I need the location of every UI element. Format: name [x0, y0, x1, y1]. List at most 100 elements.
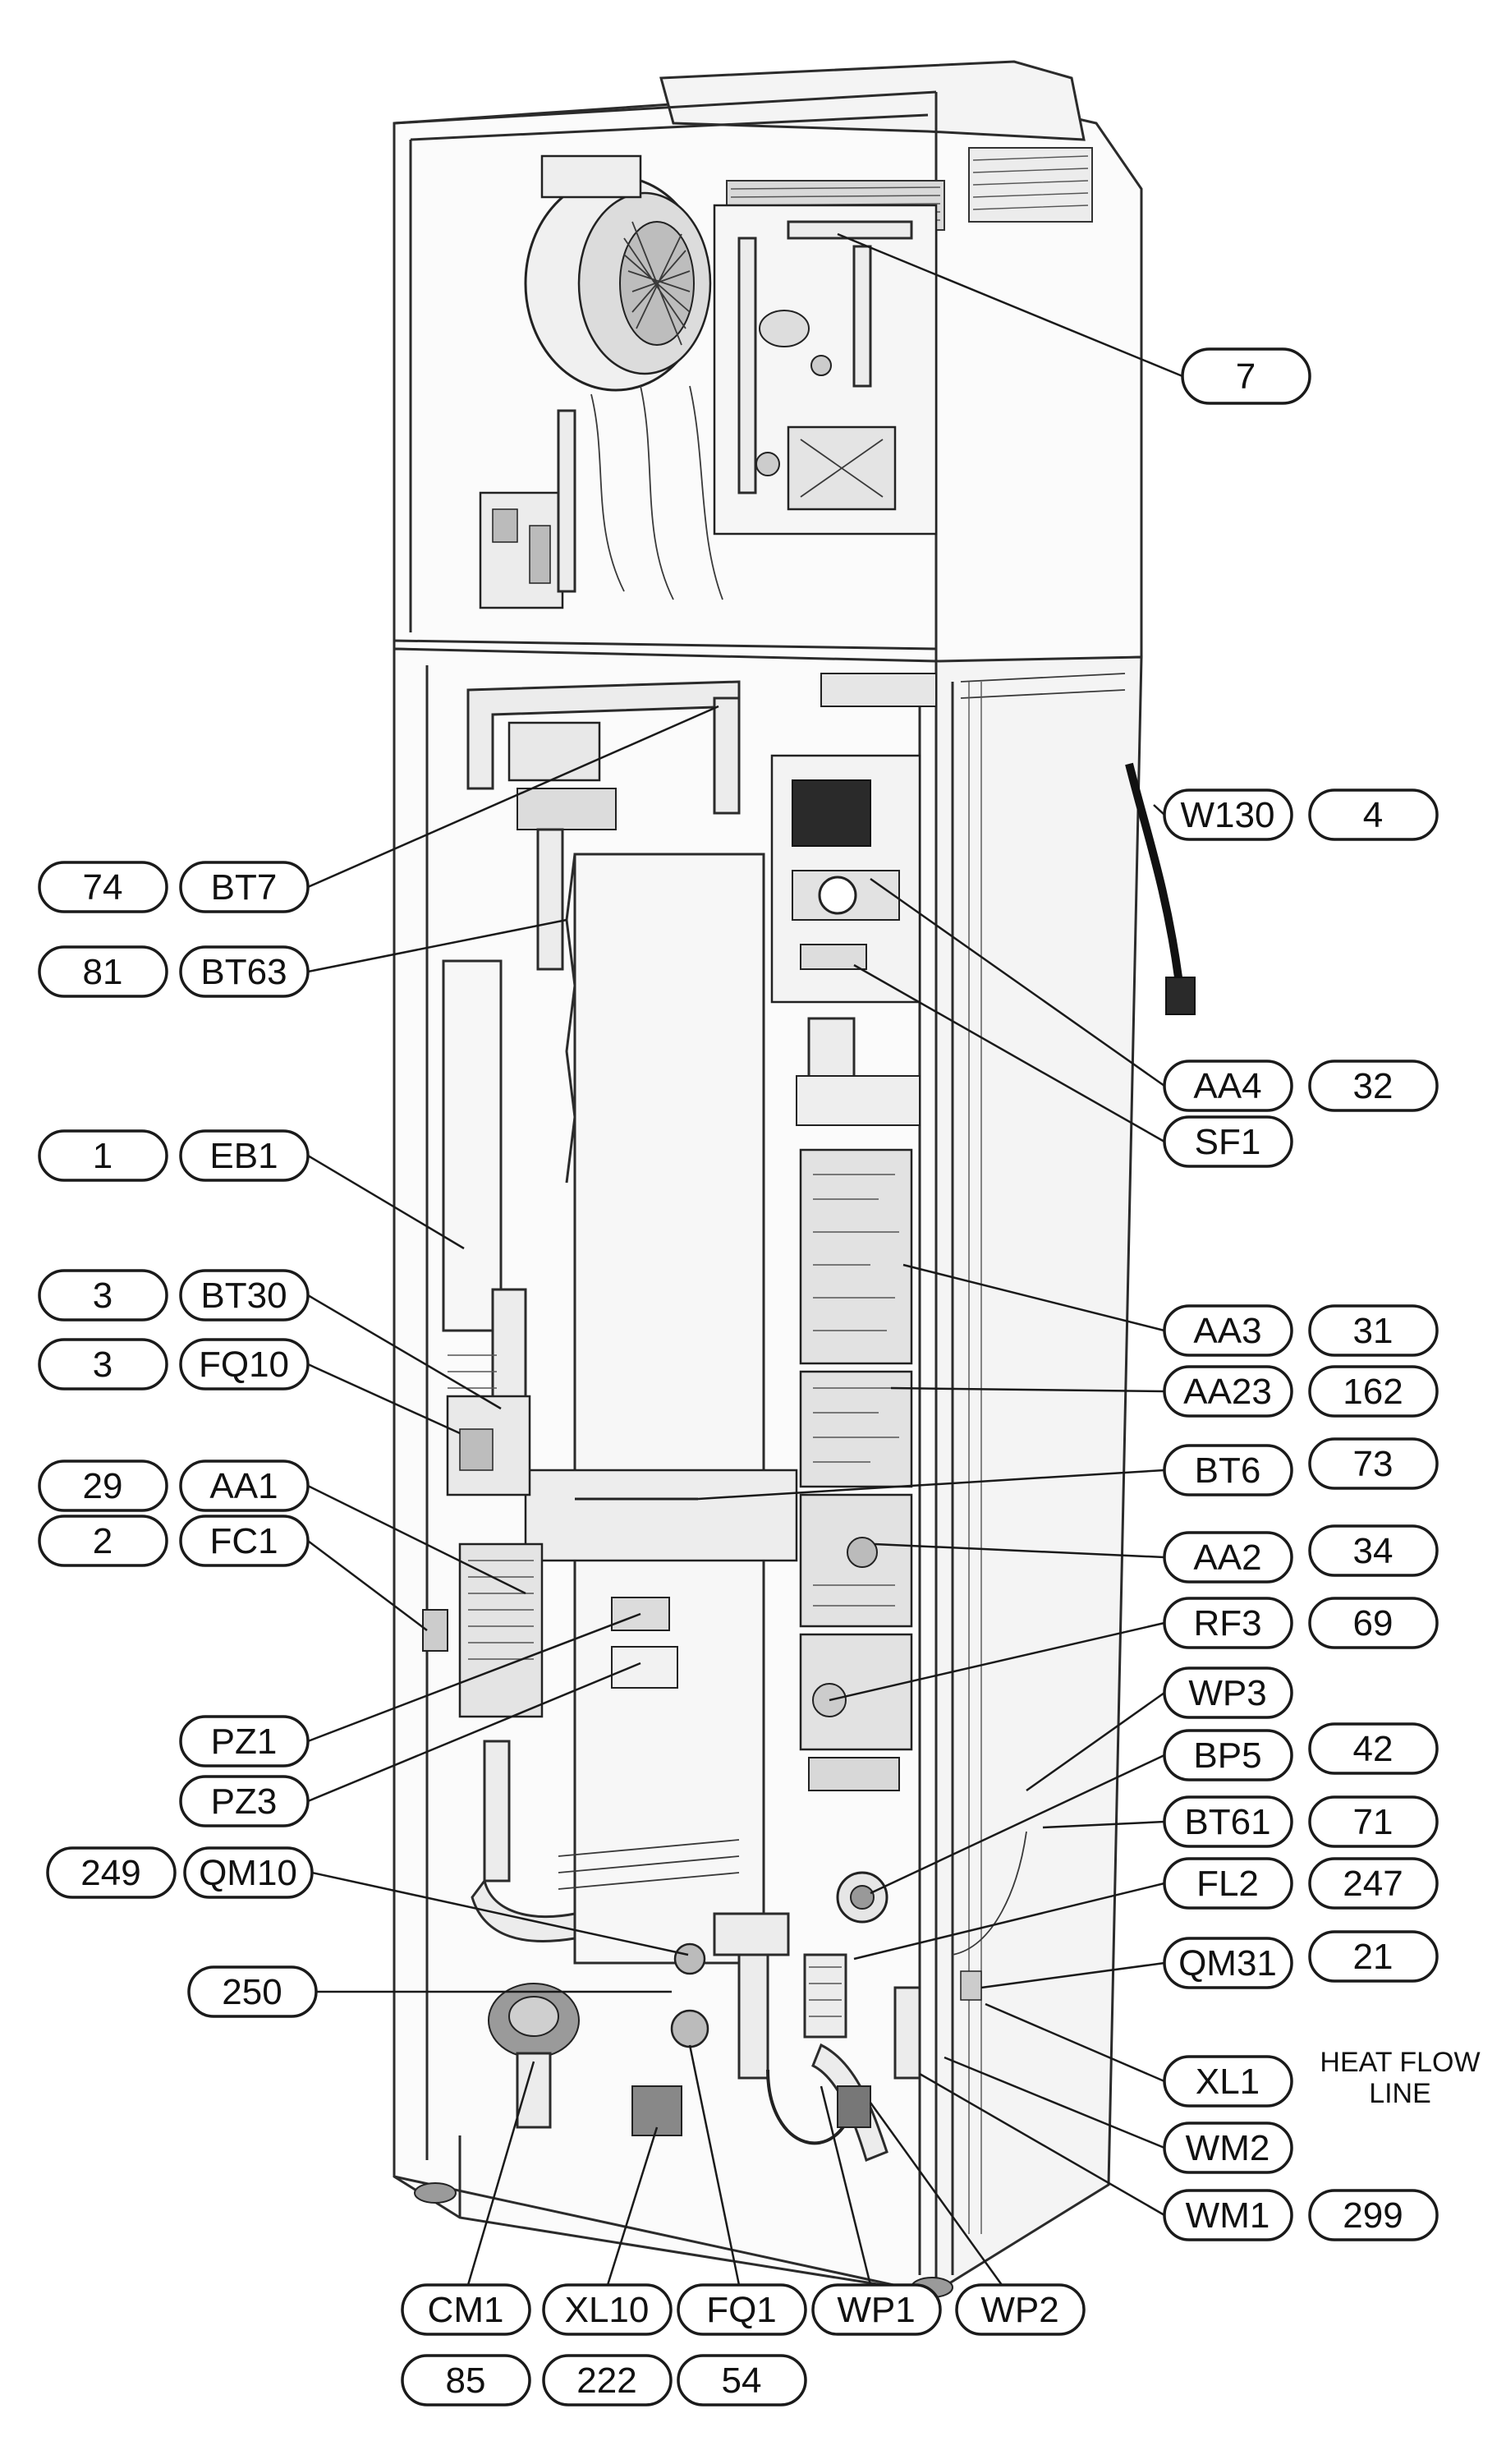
callout-FQ10: FQ10	[179, 1338, 310, 1391]
svg-text:74: 74	[83, 867, 123, 908]
leader-lines	[307, 232, 1183, 2286]
svg-text:CM1: CM1	[428, 2290, 504, 2330]
svg-text:AA3: AA3	[1193, 1311, 1261, 1351]
svg-text:3: 3	[93, 1345, 112, 1385]
callout-WP1: WP1	[811, 2283, 942, 2336]
callout-AA2: AA2	[1163, 1531, 1293, 1584]
svg-text:PZ1: PZ1	[211, 1722, 278, 1762]
svg-text:BT6: BT6	[1195, 1450, 1261, 1491]
svg-text:31: 31	[1353, 1311, 1394, 1351]
svg-text:FC1: FC1	[209, 1521, 278, 1561]
refrigerant-circuit	[713, 204, 938, 536]
callout-BT63: BT63	[179, 945, 310, 998]
callout-81: 81	[38, 945, 168, 998]
callout-249: 249	[46, 1846, 177, 1899]
callout-3-fq10: 3	[38, 1338, 168, 1391]
svg-text:69: 69	[1353, 1603, 1394, 1643]
svg-text:BP5: BP5	[1193, 1735, 1261, 1776]
svg-text:BT7: BT7	[211, 867, 278, 908]
svg-text:EB1: EB1	[209, 1136, 278, 1176]
control-column	[770, 754, 921, 1791]
svg-text:222: 222	[576, 2361, 636, 2401]
callout-EB1: EB1	[179, 1129, 310, 1182]
svg-text:247: 247	[1343, 1864, 1403, 1904]
callout-XL1: XL1	[1163, 2055, 1293, 2108]
callout-31: 31	[1308, 1304, 1439, 1357]
callout-4: 4	[1308, 788, 1439, 841]
svg-text:XL1: XL1	[1196, 2062, 1260, 2102]
svg-text:85: 85	[446, 2361, 486, 2401]
svg-text:249: 249	[80, 1853, 140, 1893]
callout-WM1: WM1	[1163, 2189, 1293, 2241]
callout-2: 2	[38, 1515, 168, 1567]
callout-BT6: BT6	[1163, 1444, 1293, 1496]
callout-AA1: AA1	[179, 1460, 310, 1512]
callout-21: 21	[1308, 1930, 1439, 1983]
svg-text:21: 21	[1353, 1937, 1394, 1977]
svg-text:1: 1	[93, 1136, 112, 1176]
svg-text:SF1: SF1	[1195, 1122, 1261, 1162]
heat-flow-line-note: HEAT FLOW LINE	[1320, 2047, 1480, 2109]
callout-FC1: FC1	[179, 1515, 310, 1567]
callout-54: 54	[677, 2354, 807, 2407]
svg-text:WM2: WM2	[1186, 2128, 1270, 2168]
callout-AA3: AA3	[1163, 1304, 1293, 1357]
svg-text:HEAT FLOW: HEAT FLOW	[1320, 2047, 1480, 2078]
svg-text:BT61: BT61	[1184, 1802, 1270, 1842]
callout-WM2: WM2	[1163, 2122, 1293, 2174]
bottom-hydraulics	[471, 1740, 1027, 2163]
fan-assembly	[524, 154, 712, 392]
callout-299: 299	[1308, 2189, 1439, 2241]
svg-text:3: 3	[93, 1276, 112, 1316]
svg-text:WM1: WM1	[1186, 2195, 1270, 2236]
svg-text:W130: W130	[1181, 795, 1275, 835]
callout-250: 250	[187, 1965, 318, 2018]
compressor-module	[393, 60, 1143, 667]
callout-42: 42	[1308, 1722, 1439, 1775]
callout-247: 247	[1308, 1857, 1439, 1910]
svg-text:WP2: WP2	[980, 2290, 1058, 2330]
callout-SF1: SF1	[1163, 1115, 1293, 1168]
callout-AA23: AA23	[1163, 1365, 1293, 1418]
callout-RF3: RF3	[1163, 1597, 1293, 1649]
callout-69: 69	[1308, 1597, 1439, 1649]
svg-text:81: 81	[83, 952, 123, 992]
svg-text:250: 250	[222, 1972, 282, 2012]
svg-text:29: 29	[83, 1466, 123, 1506]
unit-illustration	[393, 60, 1196, 2298]
callout-BT61: BT61	[1163, 1795, 1293, 1848]
svg-text:42: 42	[1353, 1729, 1394, 1769]
svg-text:7: 7	[1236, 356, 1256, 397]
left-electrical	[422, 1395, 544, 1718]
svg-text:71: 71	[1353, 1802, 1394, 1842]
svg-text:32: 32	[1353, 1066, 1394, 1106]
svg-text:73: 73	[1353, 1444, 1394, 1484]
callout-162: 162	[1308, 1365, 1439, 1418]
svg-text:WP3: WP3	[1188, 1673, 1266, 1713]
svg-text:2: 2	[93, 1521, 112, 1561]
svg-text:299: 299	[1343, 2195, 1403, 2236]
svg-text:PZ3: PZ3	[211, 1781, 278, 1822]
callout-PZ1: PZ1	[179, 1715, 310, 1768]
callout-PZ3: PZ3	[179, 1775, 310, 1827]
svg-text:AA23: AA23	[1183, 1372, 1272, 1412]
svg-text:BT63: BT63	[200, 952, 287, 992]
callout-7: 7	[1181, 347, 1311, 405]
svg-text:34: 34	[1353, 1531, 1394, 1571]
water-tank	[524, 853, 798, 1965]
callout-73: 73	[1308, 1437, 1439, 1490]
svg-text:WP1: WP1	[837, 2290, 915, 2330]
callout-222: 222	[542, 2354, 673, 2407]
callout-QM31: QM31	[1163, 1937, 1293, 1989]
svg-text:QM31: QM31	[1178, 1943, 1277, 1984]
callout-1: 1	[38, 1129, 168, 1182]
svg-text:LINE: LINE	[1369, 2078, 1431, 2109]
svg-text:RF3: RF3	[1193, 1603, 1261, 1643]
svg-text:QM10: QM10	[199, 1853, 297, 1893]
w130-cable	[1125, 762, 1196, 1015]
small-control-box	[479, 385, 723, 609]
callout-71: 71	[1308, 1795, 1439, 1848]
callout-BT30: BT30	[179, 1269, 310, 1322]
callouts: 7 W130 4 74 BT7 81 BT63 AA4	[38, 347, 1481, 2407]
